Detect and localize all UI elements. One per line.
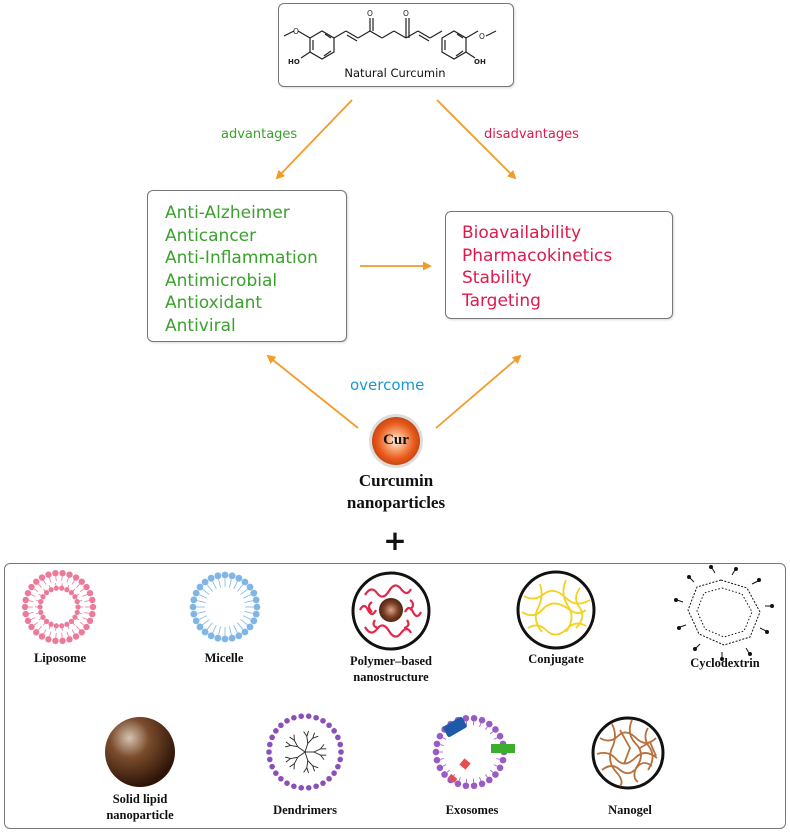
- advantage-item: Antiviral: [165, 315, 236, 336]
- disadvantage-item: Targeting: [462, 290, 541, 311]
- liposome-icon: [21, 569, 97, 645]
- disadvantages-box: Bioavailability Pharmacokinetics Stabili…: [445, 211, 673, 319]
- disadvantage-item: Stability: [462, 268, 532, 288]
- nanogel-label: Nanogel: [608, 803, 652, 817]
- cyclodextrin-icon: [674, 565, 774, 661]
- cur-badge: Cur: [383, 432, 409, 448]
- sln-label-1: Solid lipid: [112, 792, 168, 806]
- advantages-arrow: [275, 99, 353, 180]
- nanogel-icon: [591, 716, 665, 790]
- advantage-item: Anticancer: [165, 225, 257, 246]
- solid-lipid-nanoparticle-icon: [105, 717, 175, 787]
- conjugate-icon: [516, 570, 596, 650]
- sln-label-2: nanoparticle: [106, 808, 174, 822]
- conjugate-label: Conjugate: [528, 652, 584, 666]
- advantages-box: Anti-Alzheimer Anticancer Anti-Inflammat…: [147, 190, 347, 342]
- liposome-label: Liposome: [33, 651, 87, 665]
- disadvantage-item: Pharmacokinetics: [462, 245, 613, 266]
- micelle-icon: [189, 571, 261, 643]
- overcome-label: overcome: [350, 376, 425, 394]
- dendrimer-icon: [266, 713, 344, 791]
- exosomes-label: Exosomes: [445, 803, 499, 817]
- advantage-item: Anti-Inflammation: [165, 248, 318, 268]
- exosome-proteins: [443, 717, 515, 783]
- dendrimers-label: Dendrimers: [273, 803, 337, 817]
- polymer-label-1: Polymer–based: [350, 654, 432, 668]
- overcome-left-arrow: [266, 354, 359, 429]
- natural-curcumin-label: Natural Curcumin: [344, 66, 446, 80]
- polymer-nanostructure-icon: [351, 571, 431, 651]
- advantage-item: Antimicrobial: [165, 270, 278, 291]
- advantage-item: Antioxidant: [165, 293, 263, 313]
- advantages-list: Anti-Alzheimer Anticancer Anti-Inflammat…: [165, 202, 318, 337]
- overcome-right-arrow: [435, 354, 522, 429]
- disadvantages-list: Bioavailability Pharmacokinetics Stabili…: [462, 222, 612, 312]
- disadvantage-item: Bioavailability: [462, 223, 582, 243]
- cyclodextrin-label: Cyclodextrin: [690, 656, 760, 670]
- micelle-label: Micelle: [204, 651, 244, 665]
- plus-sign: +: [383, 524, 407, 557]
- advantage-item: Anti-Alzheimer: [165, 203, 290, 223]
- nanoparticle-label-1: Curcumin: [358, 471, 434, 490]
- disadvantages-label: disadvantages: [484, 127, 579, 142]
- polymer-label-2: nanostructure: [353, 670, 429, 684]
- nanoparticle-label-2: nanoparticles: [346, 493, 446, 512]
- advantages-label: advantages: [221, 127, 298, 142]
- disadvantages-arrow: [436, 99, 517, 180]
